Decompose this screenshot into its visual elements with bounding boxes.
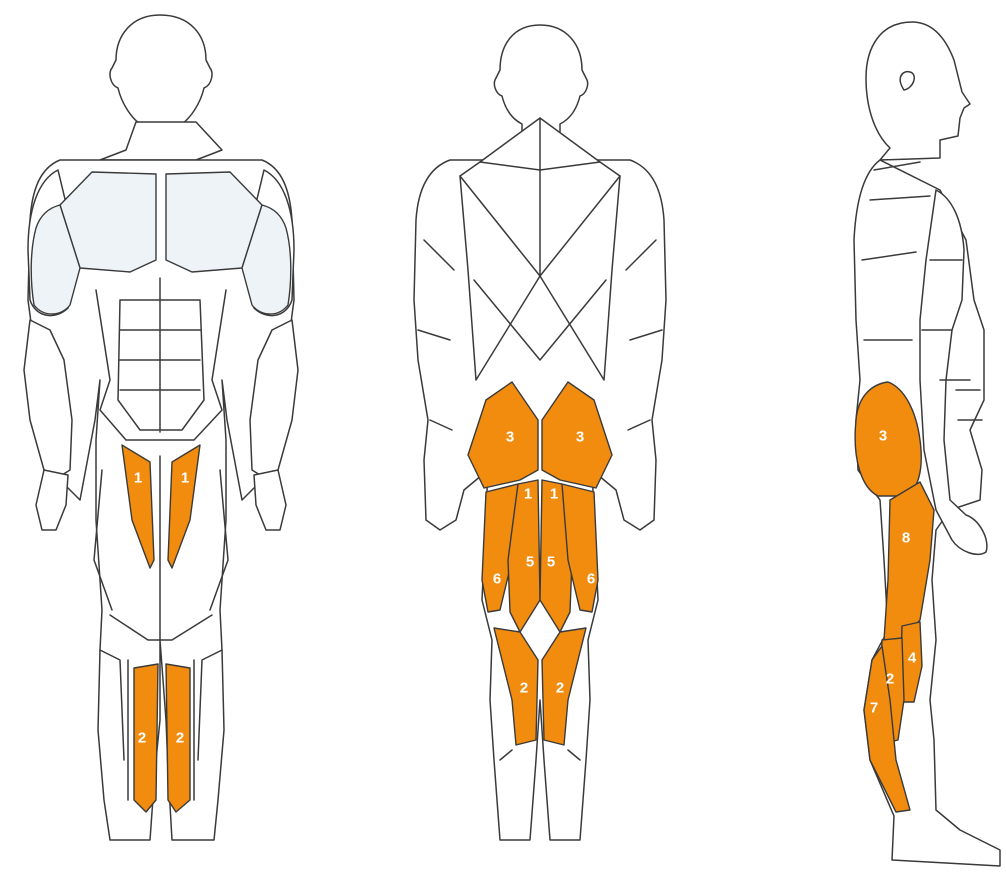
- back-label-5-right: 5: [547, 554, 555, 571]
- back-label-6-left: 6: [493, 571, 501, 588]
- front-label-1-right: 1: [181, 470, 189, 487]
- back-figure: 3 3 1 1 5 5 6 6 2 2: [414, 25, 666, 840]
- side-label-8: 8: [902, 530, 910, 547]
- side-figure: 3 8 4 2 7: [854, 22, 1000, 866]
- front-neck: [100, 122, 222, 160]
- back-label-3-right: 3: [576, 429, 584, 446]
- front-label-1-left: 1: [134, 470, 142, 487]
- side-label-2: 2: [886, 671, 894, 688]
- back-label-3-left: 3: [506, 429, 514, 446]
- back-label-2-left: 2: [520, 680, 528, 697]
- side-label-7: 7: [870, 700, 878, 717]
- back-label-5-left: 5: [526, 554, 534, 571]
- front-right-hand: [254, 470, 286, 530]
- back-label-6-right: 6: [587, 571, 595, 588]
- front-left-hand: [36, 470, 68, 530]
- front-figure: 1 1 2 2: [24, 15, 298, 840]
- back-label-1-right: 1: [550, 486, 558, 503]
- side-label-3: 3: [879, 428, 887, 445]
- back-label-2-right: 2: [556, 680, 564, 697]
- front-head: [110, 15, 212, 136]
- back-label-1-left: 1: [524, 486, 532, 503]
- front-label-2-left: 2: [138, 730, 146, 747]
- side-head: [866, 22, 970, 160]
- side-label-4: 4: [908, 650, 917, 667]
- front-label-2-right: 2: [176, 730, 184, 747]
